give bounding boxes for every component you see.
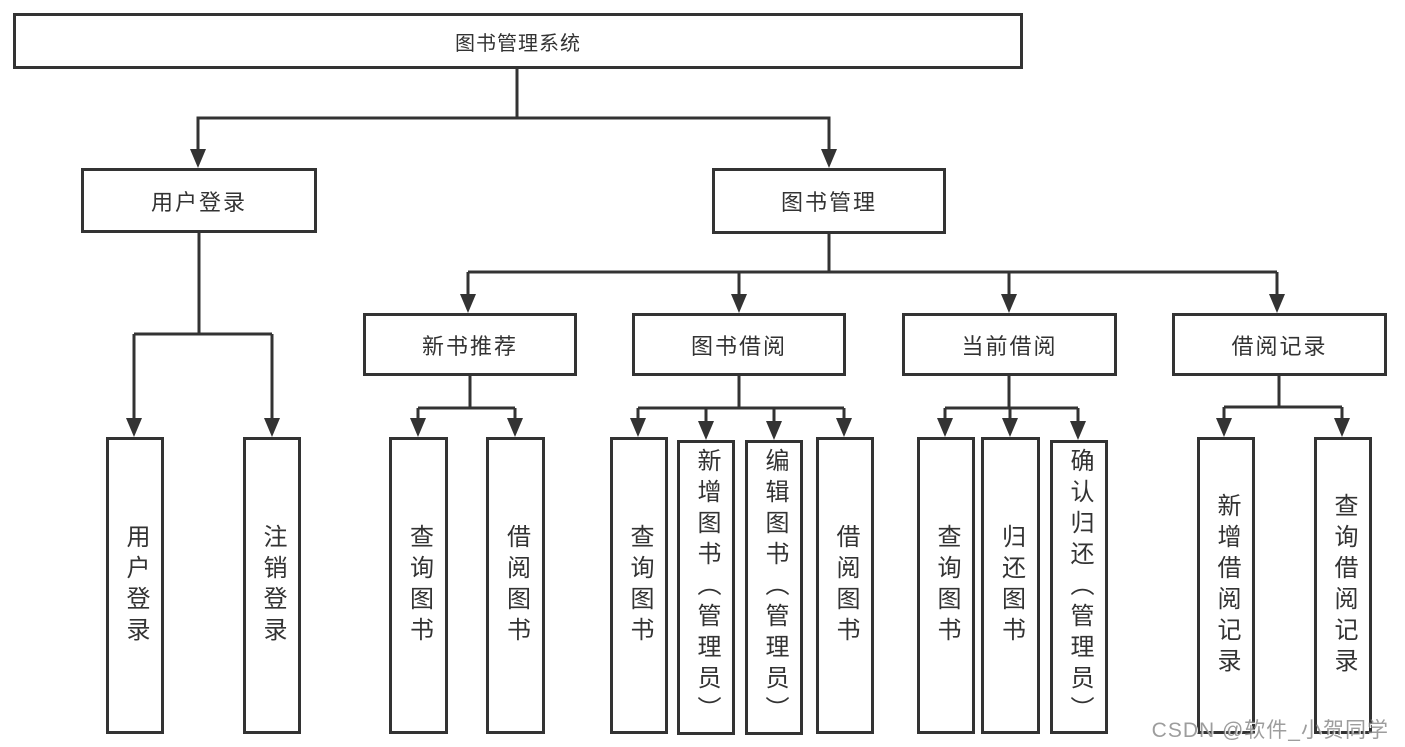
node-leaf-edit-book-admin: 编辑图书（管理员） bbox=[745, 440, 803, 735]
node-leaf-query-books-current: 查询图书 bbox=[917, 437, 975, 734]
node-label: 图书管理系统 bbox=[455, 32, 581, 55]
node-user-login: 用户登录 bbox=[81, 168, 317, 233]
node-book-management: 图书管理 bbox=[712, 168, 946, 234]
node-leaf-query-books-borrow: 查询图书 bbox=[610, 437, 668, 734]
node-leaf-query-borrow-record: 查询借阅记录 bbox=[1314, 437, 1372, 734]
node-leaf-borrow-books-recommend: 借阅图书 bbox=[486, 437, 545, 734]
node-label: 借阅记录 bbox=[1231, 333, 1328, 359]
node-label: 查询图书 bbox=[933, 523, 960, 648]
node-library-system: 图书管理系统 bbox=[13, 13, 1023, 69]
node-label: 借阅图书 bbox=[832, 523, 859, 648]
node-leaf-borrow-books: 借阅图书 bbox=[816, 437, 874, 734]
node-label: 借阅图书 bbox=[502, 523, 530, 648]
node-label: 编辑图书（管理员） bbox=[761, 448, 788, 727]
node-book-borrowing: 图书借阅 bbox=[632, 313, 846, 376]
node-borrowing-records: 借阅记录 bbox=[1172, 313, 1387, 376]
node-label: 查询图书 bbox=[405, 523, 433, 648]
node-label: 新增图书（管理员） bbox=[693, 448, 720, 727]
node-leaf-logout: 注销登录 bbox=[243, 437, 301, 734]
node-leaf-add-borrow-record: 新增借阅记录 bbox=[1197, 437, 1255, 734]
node-label: 图书管理 bbox=[780, 190, 877, 215]
node-leaf-add-book-admin: 新增图书（管理员） bbox=[677, 440, 735, 735]
node-label: 用户登录 bbox=[122, 523, 149, 648]
node-leaf-confirm-return-admin: 确认归还（管理员） bbox=[1050, 440, 1108, 734]
node-current-borrowing: 当前借阅 bbox=[902, 313, 1117, 376]
node-label: 用户登录 bbox=[150, 189, 247, 215]
node-label: 新书推荐 bbox=[421, 333, 518, 359]
node-leaf-query-books-recommend: 查询图书 bbox=[389, 437, 448, 734]
node-leaf-user-login: 用户登录 bbox=[106, 437, 164, 734]
node-label: 图书借阅 bbox=[690, 333, 787, 359]
node-label: 新增借阅记录 bbox=[1213, 492, 1240, 679]
node-leaf-return-books: 归还图书 bbox=[981, 437, 1040, 734]
node-label: 归还图书 bbox=[997, 523, 1025, 648]
arrowhead-icons bbox=[126, 149, 1350, 440]
node-new-book-recommend: 新书推荐 bbox=[363, 313, 577, 376]
csdn-watermark: CSDN @软件_小贺同学 bbox=[1151, 719, 1389, 742]
node-label: 确认归还（管理员） bbox=[1066, 447, 1093, 727]
node-label: 查询图书 bbox=[626, 523, 653, 648]
node-label: 查询借阅记录 bbox=[1330, 492, 1357, 679]
node-label: 注销登录 bbox=[259, 523, 286, 648]
node-label: 当前借阅 bbox=[961, 333, 1058, 359]
